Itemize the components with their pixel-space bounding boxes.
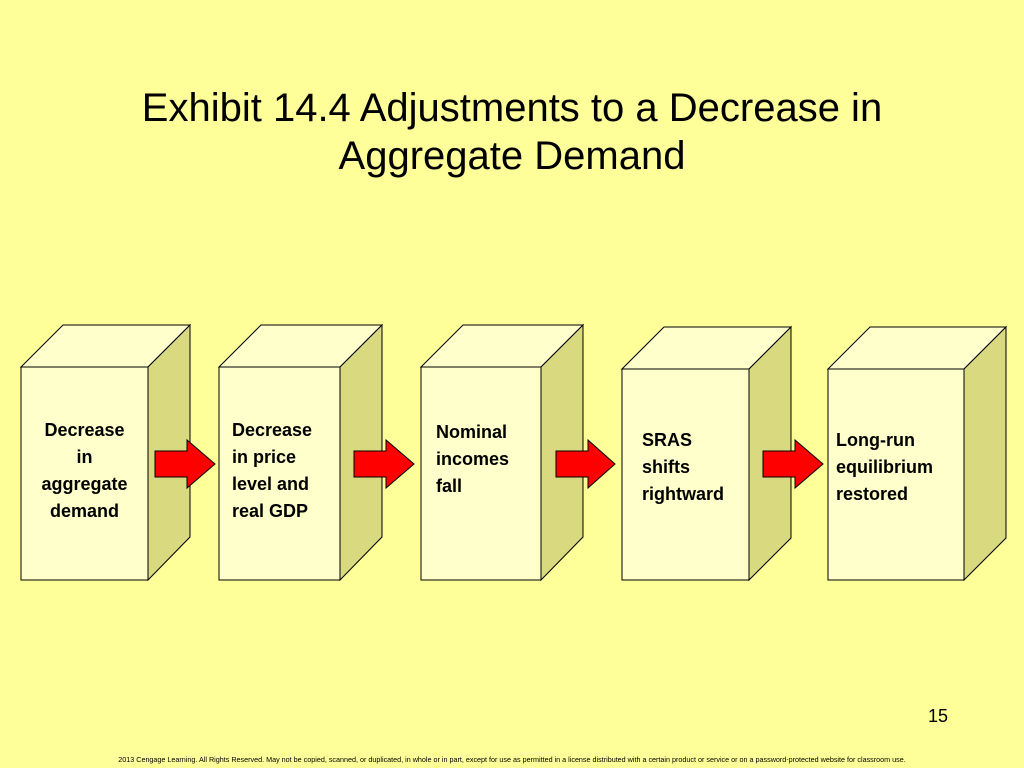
flow-box-5-label: Long-run equilibrium restored — [836, 430, 934, 504]
flow-box-1-label: Decrease in aggregate demand — [41, 420, 128, 521]
flow-arrow-3 — [555, 438, 616, 490]
flow-box-5 — [826, 325, 1008, 582]
flow-arrow-2 — [353, 438, 415, 490]
flow-box-2-label: Decrease in price level and real GDP — [232, 420, 313, 521]
slide-title: Exhibit 14.4 Adjustments to a Decrease i… — [141, 86, 883, 178]
flow-box-5-side — [963, 325, 1007, 582]
flow-arrow-1 — [154, 438, 216, 490]
flow-box-3-front — [420, 366, 542, 581]
page-number: 15 — [928, 706, 949, 726]
flow-box-5-front — [827, 368, 965, 581]
flow-box-3-label: Nominal incomes fall — [436, 422, 510, 496]
flow-box-2 — [217, 323, 384, 582]
flow-box-2-front — [218, 366, 341, 581]
flow-box-4-front — [621, 368, 750, 581]
flow-box-1-front — [20, 366, 149, 581]
flow-arrow-4 — [762, 438, 824, 490]
flow-box-4-label: SRAS shifts rightward — [642, 430, 725, 504]
copyright-footer: 2013 Cengage Learning. All Rights Reserv… — [118, 755, 906, 764]
